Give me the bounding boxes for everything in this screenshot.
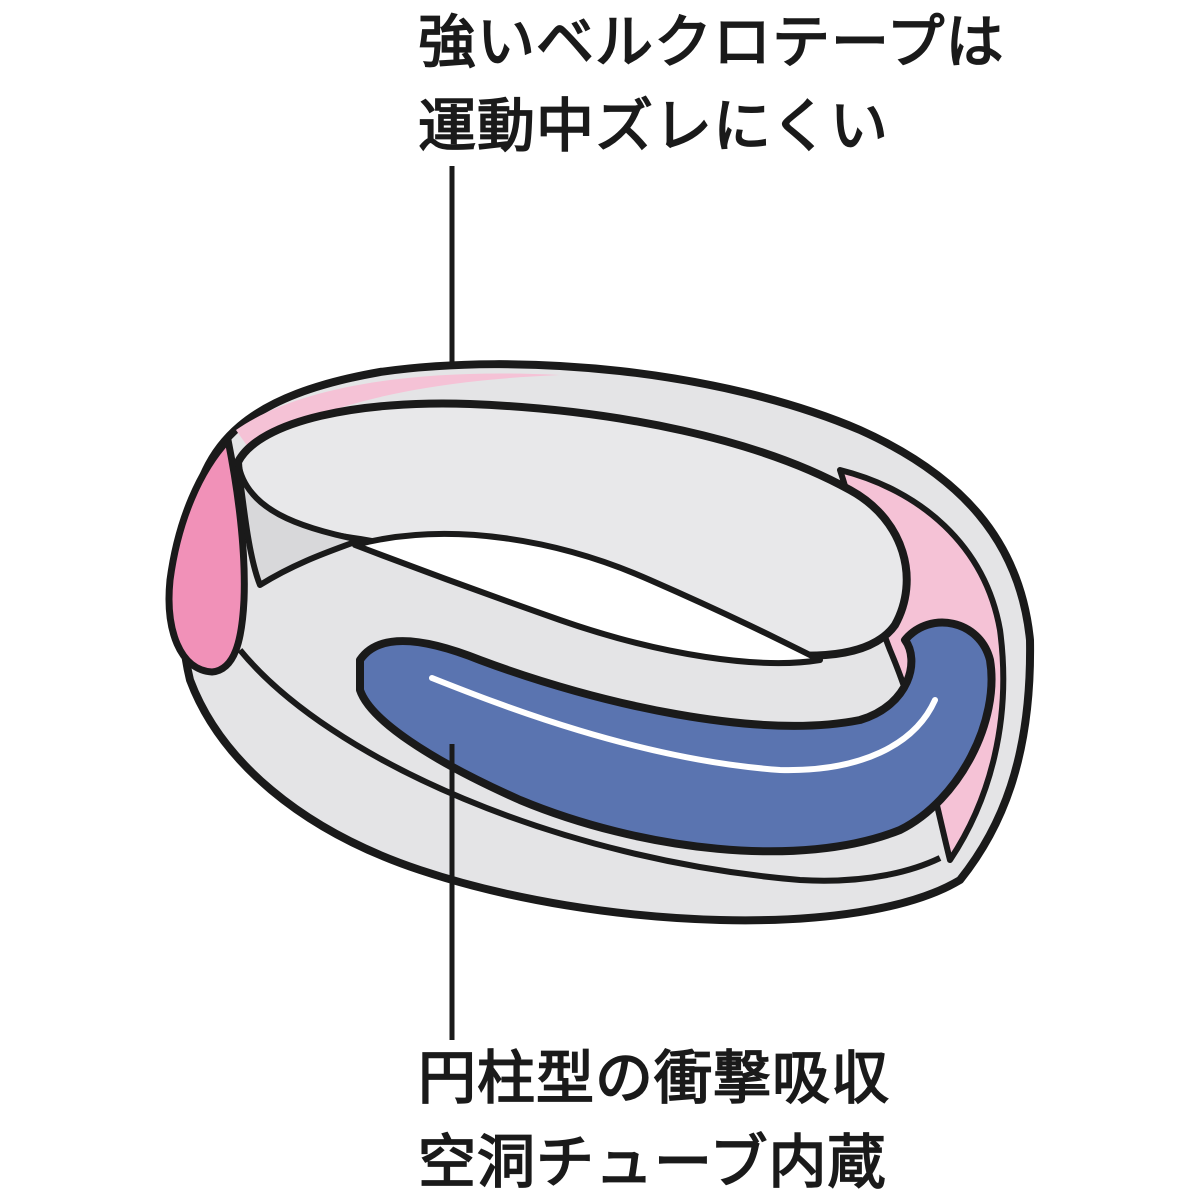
band-hollow [352,531,823,666]
pink-rim-top [236,373,560,450]
tube-highlight [429,675,938,774]
band-lower-edge [237,648,942,884]
callout-tube: 円柱型の衝撃吸収 空洞チューブ内蔵 [418,1036,890,1200]
cushion-tube [356,618,996,856]
callout-tube-line1: 円柱型の衝撃吸収 [418,1044,891,1112]
callout-tube-line2: 空洞チューブ内蔵 [418,1128,887,1196]
callout-velcro-line2: 運動中ズレにくい [418,92,889,160]
pink-left-tab [165,436,248,676]
band-inner-wall [235,459,363,588]
callout-velcro-line1: 強いベルクロテープは [418,8,1005,76]
callout-velcro: 強いベルクロテープは 運動中ズレにくい [418,0,1005,168]
